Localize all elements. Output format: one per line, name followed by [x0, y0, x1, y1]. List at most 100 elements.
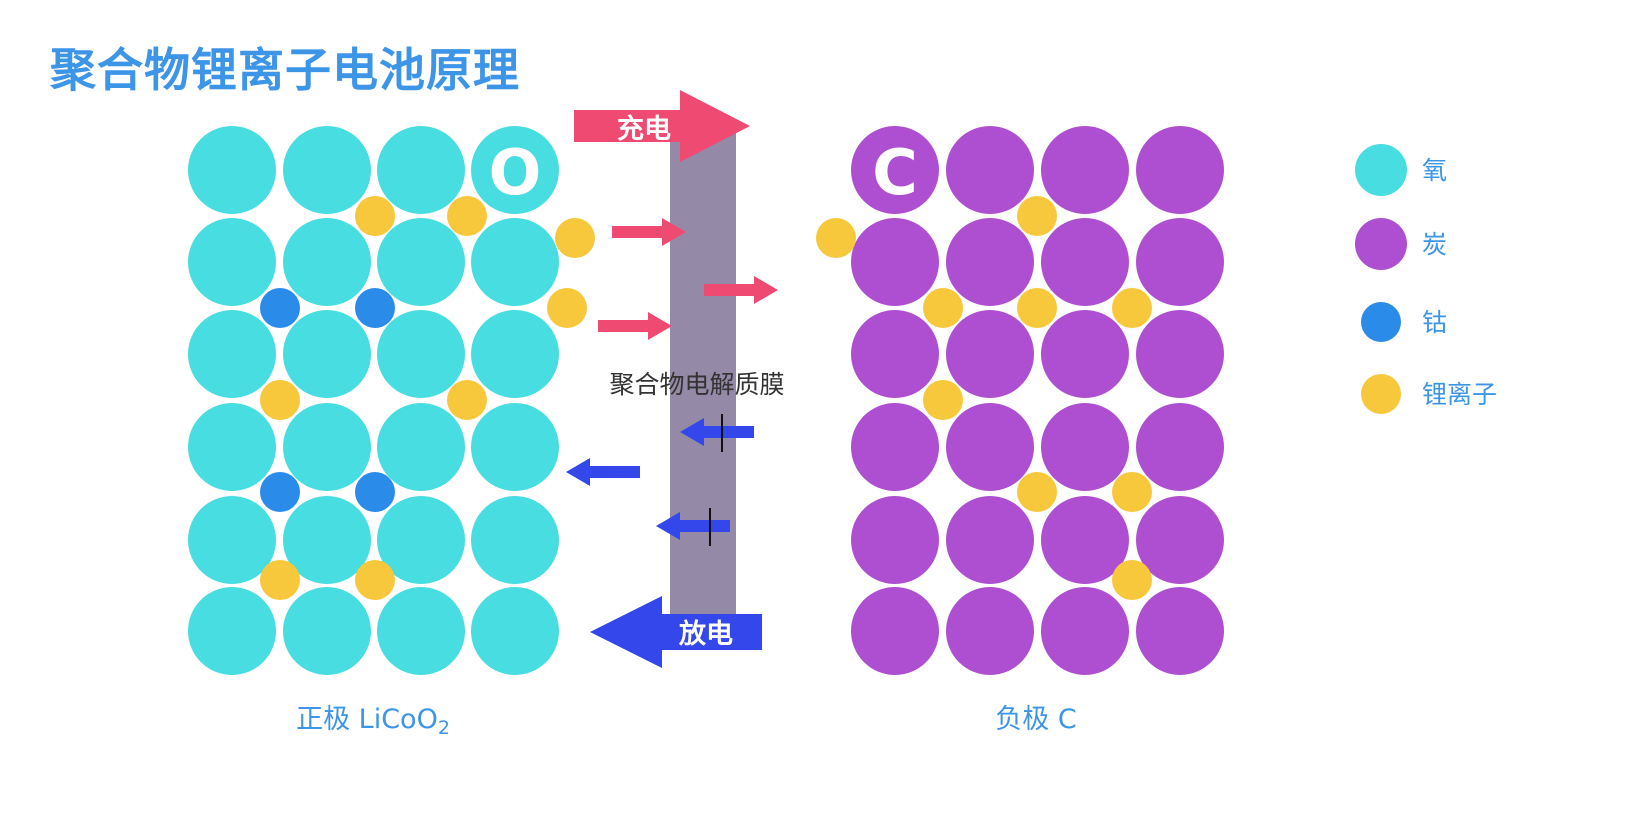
oxygen-atom	[471, 587, 559, 675]
carbon-atom	[1041, 218, 1129, 306]
lithium-ion	[923, 380, 963, 420]
anode-lattice	[816, 126, 1224, 675]
carbon-atom	[946, 126, 1034, 214]
oxygen-atom	[377, 403, 465, 491]
carbon-atom	[851, 496, 939, 584]
legend-label-cobalt: 钴	[1422, 308, 1447, 337]
oxygen-atom	[471, 126, 559, 214]
charge-ion-arrow	[612, 218, 686, 246]
lithium-ion	[1017, 472, 1057, 512]
carbon-atom	[1041, 587, 1129, 675]
carbon-atom	[946, 496, 1034, 584]
oxygen-atom	[377, 587, 465, 675]
membrane-label: 聚合物电解质膜	[609, 370, 784, 399]
oxygen-atom	[188, 403, 276, 491]
anode-label: 负极 C	[995, 704, 1076, 735]
lithium-ion	[355, 560, 395, 600]
carbon-atom	[1136, 587, 1224, 675]
lithium-ion	[260, 380, 300, 420]
carbon-atom	[1136, 218, 1224, 306]
carbon-atom	[851, 218, 939, 306]
oxygen-atom	[283, 403, 371, 491]
oxygen-atom	[377, 126, 465, 214]
oxygen-atom	[471, 218, 559, 306]
discharge-ion-arrow	[656, 512, 730, 540]
carbon-atom	[851, 587, 939, 675]
oxygen-atom	[471, 496, 559, 584]
discharge-arrow: 放电	[590, 596, 762, 668]
oxygen-atom	[188, 218, 276, 306]
cathode-atom-marker: O	[489, 136, 542, 209]
discharge-label: 放电	[678, 618, 733, 650]
lithium-ion	[547, 288, 587, 328]
discharge-ion-arrow	[680, 418, 754, 446]
cathode-label: 正极 LiCoO2	[296, 704, 450, 739]
carbon-atom	[1041, 126, 1129, 214]
legend-label-lithium: 锂离子	[1422, 380, 1497, 409]
carbon-atom	[1136, 126, 1224, 214]
carbon-atom	[1136, 310, 1224, 398]
electrolyte-membrane	[670, 130, 736, 650]
cobalt-atom	[355, 288, 395, 328]
charge-arrow: 充电	[574, 90, 750, 162]
oxygen-atom	[377, 218, 465, 306]
legend-swatch-lithium	[1361, 374, 1401, 414]
carbon-atom	[1041, 496, 1129, 584]
lithium-ion	[555, 218, 595, 258]
cathode-formula: 正极 LiCoO	[296, 704, 438, 735]
carbon-atom	[1136, 496, 1224, 584]
ion-flow-arrows	[566, 218, 778, 546]
oxygen-atom	[188, 587, 276, 675]
carbon-atom	[851, 126, 939, 214]
diagram-title: 聚合物锂离子电池原理	[50, 43, 520, 97]
oxygen-atom	[471, 403, 559, 491]
lithium-ion	[355, 196, 395, 236]
carbon-atom	[946, 587, 1034, 675]
cathode-lattice	[188, 126, 595, 675]
cobalt-atom	[355, 472, 395, 512]
charge-label: 充电	[617, 113, 671, 145]
lithium-ion	[1017, 196, 1057, 236]
oxygen-atom	[471, 310, 559, 398]
carbon-atom	[1041, 403, 1129, 491]
legend-label-oxygen: 氧	[1422, 156, 1447, 185]
carbon-atom	[946, 218, 1034, 306]
oxygen-atom	[283, 496, 371, 584]
oxygen-atom	[188, 126, 276, 214]
oxygen-atom	[283, 126, 371, 214]
cathode-formula-subscript: 2	[438, 717, 450, 739]
lithium-ion	[923, 288, 963, 328]
cobalt-atom	[260, 472, 300, 512]
lithium-ion	[816, 218, 856, 258]
carbon-atom	[1041, 310, 1129, 398]
oxygen-atom	[283, 310, 371, 398]
oxygen-atom	[283, 587, 371, 675]
oxygen-atom	[377, 310, 465, 398]
lithium-ion	[447, 380, 487, 420]
discharge-ion-arrow	[566, 458, 640, 486]
cobalt-atom	[260, 288, 300, 328]
carbon-atom	[946, 310, 1034, 398]
carbon-atom	[851, 403, 939, 491]
legend-swatch-cobalt	[1361, 302, 1401, 342]
oxygen-atom	[188, 496, 276, 584]
anode-atom-marker: C	[872, 136, 918, 209]
lithium-ion	[1017, 288, 1057, 328]
oxygen-atom	[377, 496, 465, 584]
charge-ion-arrow	[704, 276, 778, 304]
carbon-atom	[851, 310, 939, 398]
legend-swatch-carbon	[1355, 218, 1407, 270]
lithium-ion	[260, 560, 300, 600]
legend-label-carbon: 炭	[1422, 230, 1447, 259]
oxygen-atom	[188, 310, 276, 398]
lithium-ion	[1112, 472, 1152, 512]
carbon-atom	[946, 403, 1034, 491]
carbon-atom	[1136, 403, 1224, 491]
lithium-ion	[447, 196, 487, 236]
charge-ion-arrow	[598, 312, 672, 340]
lithium-ion	[1112, 288, 1152, 328]
lithium-ion	[1112, 560, 1152, 600]
